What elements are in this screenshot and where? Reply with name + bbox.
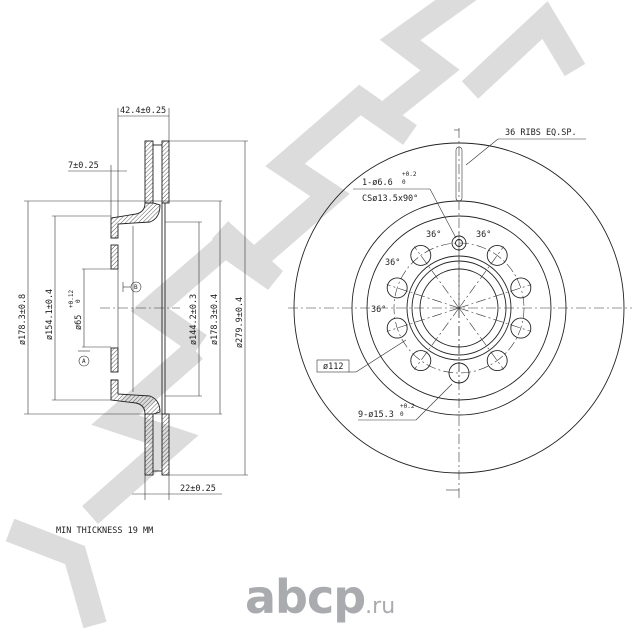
hole-centerline bbox=[386, 284, 460, 309]
bolt-hole bbox=[510, 277, 532, 299]
watermark bbox=[5, 0, 586, 629]
dim-hat-inner-dia: ø154.1±0.4 bbox=[45, 289, 55, 340]
bolt-hole bbox=[510, 317, 532, 339]
logo-tld: .ru bbox=[365, 594, 396, 619]
front-view-annotations: 36 RIBS EQ.SP. 1-ø6.6 +0.2 0 CSø13.5x90°… bbox=[316, 128, 586, 421]
dim-hat-thickness: 7±0.25 bbox=[68, 161, 99, 171]
side-view-dimensions: 42.4±0.25 7±0.25 ø178.3±0.8 ø154.1±0.4 ø… bbox=[18, 106, 248, 500]
bolt-hole bbox=[386, 277, 408, 299]
countersink-label: CSø13.5x90° bbox=[362, 194, 418, 204]
datum-b: B bbox=[134, 284, 138, 291]
bolt-hole bbox=[448, 362, 470, 384]
hole-centerline bbox=[386, 307, 460, 332]
dim-center-bore-tol-lower: 0 bbox=[75, 299, 82, 303]
bolt-circle-label: ø112 bbox=[323, 362, 343, 372]
dim-outer-dia: ø279.9±0.4 bbox=[235, 297, 245, 348]
front-view bbox=[288, 128, 632, 500]
min-thickness-note: MIN THICKNESS 19 MM bbox=[56, 526, 153, 536]
hole-centerline bbox=[414, 307, 460, 370]
bolt-hole bbox=[486, 350, 508, 372]
bolt-hole bbox=[486, 244, 508, 266]
angle-label: 36° bbox=[385, 258, 400, 268]
dim-hat-dia-2: ø178.3±0.4 bbox=[210, 294, 220, 345]
angle-label: 36° bbox=[426, 230, 441, 240]
bolt-holes-label: 9-ø15.3 bbox=[358, 410, 394, 420]
bolt-hole bbox=[410, 244, 432, 266]
small-hole-tol-lower: 0 bbox=[402, 179, 406, 186]
ribs-label: 36 RIBS EQ.SP. bbox=[505, 128, 577, 138]
hole-centerline bbox=[458, 307, 532, 332]
side-view-section bbox=[100, 140, 180, 476]
hole-centerline bbox=[458, 284, 532, 309]
hole-centerline bbox=[458, 246, 504, 309]
watermark-stroke bbox=[379, 0, 477, 120]
small-hole-tol-upper: +0.2 bbox=[402, 171, 417, 178]
dim-disc-thickness: 22±0.25 bbox=[180, 484, 216, 494]
bolt-holes-tol-lower: 0 bbox=[400, 411, 404, 418]
abcp-logo: abcp.ru bbox=[245, 570, 395, 624]
bolt-holes-tol-upper: +0.2 bbox=[400, 403, 415, 410]
dim-center-bore-tol-upper: +0.12 bbox=[68, 290, 75, 308]
angle-label: 36° bbox=[476, 230, 491, 240]
watermark-stroke bbox=[130, 221, 284, 355]
dim-center-bore: ø65 bbox=[74, 315, 84, 330]
angle-label: 36° bbox=[371, 305, 386, 315]
small-hole-label: 1-ø6.6 bbox=[362, 178, 393, 188]
dim-hat-outer-dia: ø178.3±0.8 bbox=[18, 294, 28, 345]
hole-centerline bbox=[414, 246, 460, 309]
watermark-stroke bbox=[5, 518, 107, 629]
dim-inner-dia: ø144.2±0.3 bbox=[189, 294, 199, 345]
watermark-stroke bbox=[461, 1, 586, 99]
hole-centerline bbox=[458, 307, 504, 370]
logo-main: abcp bbox=[245, 570, 366, 624]
datum-a: A bbox=[82, 358, 86, 365]
bolt-hole bbox=[410, 350, 432, 372]
bolt-hole bbox=[386, 317, 408, 339]
dim-overall-width: 42.4±0.25 bbox=[120, 106, 166, 116]
watermark-stroke bbox=[247, 84, 417, 270]
